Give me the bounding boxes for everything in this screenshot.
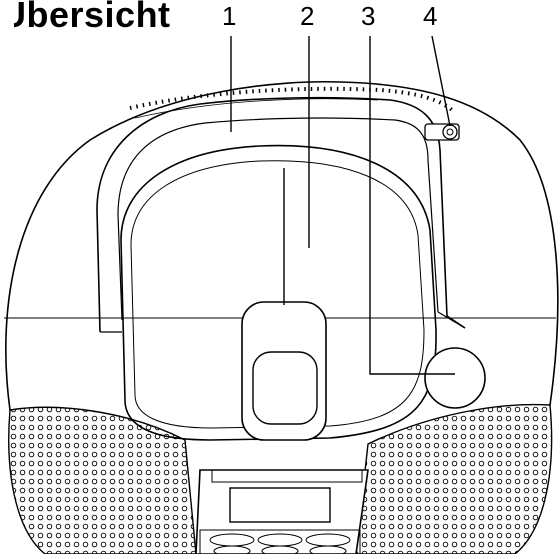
cd-open-button	[424, 347, 486, 409]
control-panel	[195, 469, 369, 557]
leader-line-3	[369, 36, 455, 375]
leader-line-2	[283, 36, 310, 305]
callout-label-4: 4	[423, 1, 438, 31]
lid-grip-inner	[252, 351, 318, 425]
lid-grip-outer	[241, 301, 327, 441]
handle-inner	[117, 117, 439, 321]
callout-label-2: 2	[300, 1, 315, 31]
callout-label-3: 3	[361, 1, 376, 31]
page-title: Übersicht	[0, 0, 171, 35]
left-speaker-grille	[8, 406, 197, 555]
antenna-hinge	[424, 123, 460, 141]
leader-line-4	[431, 35, 451, 127]
lcd-display	[229, 487, 331, 523]
cd-lid-outer	[120, 144, 437, 441]
cd-lid-inner	[130, 160, 425, 429]
handle-outer	[96, 96, 466, 333]
body-outline	[5, 80, 559, 411]
callout-label-1: 1	[222, 1, 237, 31]
